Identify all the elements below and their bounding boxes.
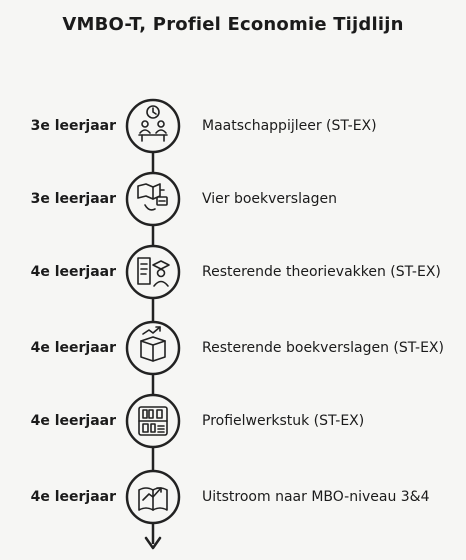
diagram-title: VMBO-T, Profiel Economie Tijdlijn (62, 14, 404, 35)
step-1-label: Maatschappijleer (ST-EX) (202, 118, 377, 134)
step-6-node (125, 469, 181, 525)
step-4-node (125, 320, 181, 376)
step-2-node (125, 171, 181, 227)
graduate-document-icon (137, 257, 170, 287)
step-5-node (125, 393, 181, 449)
step-4-year: 4e leerjaar (30, 340, 116, 356)
book-report-icon (137, 183, 168, 211)
timeline-arrowhead-icon (144, 536, 162, 550)
step-5-year: 4e leerjaar (30, 413, 116, 429)
book-growth-arrow-icon (138, 487, 168, 511)
step-2-label: Vier boekverslagen (202, 191, 337, 207)
box-growth-arrow-icon (140, 326, 166, 362)
step-3-label: Resterende theorievakken (ST-EX) (202, 264, 441, 280)
step-2-year: 3e leerjaar (30, 191, 116, 207)
step-5-label: Profielwerkstuk (ST-EX) (202, 413, 365, 429)
step-1-node (125, 98, 181, 154)
step-3-node (125, 244, 181, 300)
step-3-year: 4e leerjaar (30, 264, 116, 280)
step-6-label: Uitstroom naar MBO-niveau 3&4 (202, 489, 430, 505)
step-4-label: Resterende boekverslagen (ST-EX) (202, 340, 444, 356)
step-1-year: 3e leerjaar (30, 118, 116, 134)
teacher-students-clock-icon (138, 105, 168, 142)
bookshelf-icon (138, 406, 168, 436)
step-6-year: 4e leerjaar (30, 489, 116, 505)
